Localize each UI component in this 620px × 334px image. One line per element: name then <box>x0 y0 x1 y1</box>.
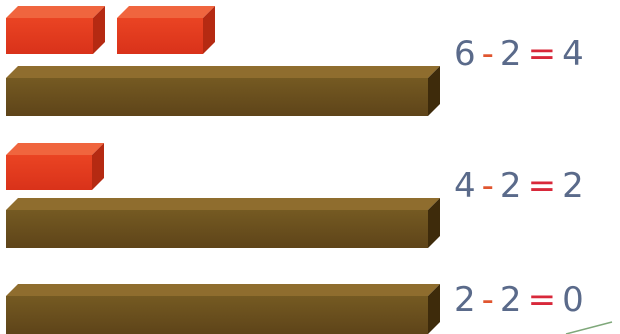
equation-row-3: 2-2=0 <box>452 280 587 320</box>
result: 2 <box>562 166 585 206</box>
equals-sign: = <box>527 166 558 206</box>
operand-a: 4 <box>454 166 477 206</box>
red-block <box>6 143 104 190</box>
decorative-line <box>565 321 613 334</box>
operand-a: 2 <box>454 280 477 320</box>
equals-sign: = <box>527 34 558 74</box>
minus-sign: - <box>481 166 495 206</box>
minus-sign: - <box>481 34 495 74</box>
brown-bar <box>6 198 440 248</box>
minus-sign: - <box>481 280 495 320</box>
result: 4 <box>562 34 585 74</box>
operand-b: 2 <box>499 166 523 206</box>
equation-row-2: 4-2=2 <box>452 166 587 206</box>
brown-bar <box>6 284 440 334</box>
operand-a: 6 <box>454 34 477 74</box>
operand-b: 2 <box>499 34 523 74</box>
result: 0 <box>562 280 585 320</box>
equals-sign: = <box>527 280 558 320</box>
brown-bar <box>6 66 440 116</box>
red-block <box>6 6 105 54</box>
equation-row-1: 6-2=4 <box>452 34 587 74</box>
red-block <box>117 6 215 54</box>
operand-b: 2 <box>499 280 523 320</box>
